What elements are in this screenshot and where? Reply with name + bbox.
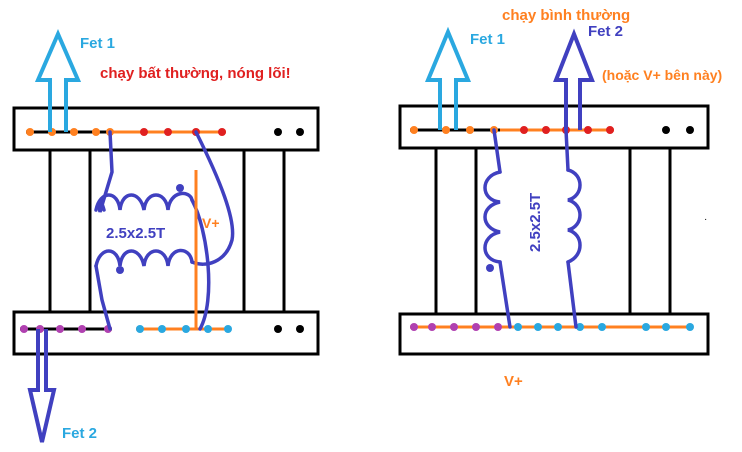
right-status-label: chạy bình thường bbox=[502, 7, 630, 24]
right-bottom-bar bbox=[398, 312, 710, 356]
right-fet2-label: Fet 2 bbox=[588, 23, 623, 40]
right-note-label: (hoặc V+ bên này) bbox=[602, 67, 722, 83]
right-vplus-label: V+ bbox=[504, 373, 523, 390]
left-vplus-label: V+ bbox=[202, 215, 220, 231]
left-top-pins bbox=[26, 128, 304, 136]
left-coil-label: 2.5x2.5T bbox=[106, 225, 165, 242]
right-transformer: 2.5x2.5T · bbox=[398, 26, 710, 356]
left-transformer: 2.5x2.5T V+ bbox=[12, 28, 320, 443]
right-windings bbox=[483, 128, 582, 329]
left-bottom-pins bbox=[20, 325, 304, 333]
left-fet2-label: Fet 2 bbox=[62, 425, 97, 442]
left-status-label: chạy bất thường, nóng lõi! bbox=[100, 65, 291, 82]
right-core-leg-1 bbox=[434, 146, 478, 316]
left-fet1-arrow bbox=[34, 28, 82, 132]
right-fet1-arrow bbox=[425, 26, 471, 130]
right-fet1-label: Fet 1 bbox=[470, 31, 505, 48]
right-fet2-arrow bbox=[553, 28, 595, 130]
left-bottom-bar bbox=[12, 310, 320, 356]
left-core-leg-1 bbox=[48, 148, 92, 314]
right-coil-label: 2.5x2.5T bbox=[527, 193, 544, 252]
right-bottom-pins bbox=[410, 323, 694, 331]
left-fet2-arrow bbox=[27, 329, 57, 443]
right-tick-mark: · bbox=[704, 214, 707, 225]
left-fet1-label: Fet 1 bbox=[80, 35, 115, 52]
left-core-leg-2 bbox=[242, 148, 286, 314]
right-core-leg-2 bbox=[628, 146, 672, 316]
right-top-bar bbox=[398, 104, 710, 150]
